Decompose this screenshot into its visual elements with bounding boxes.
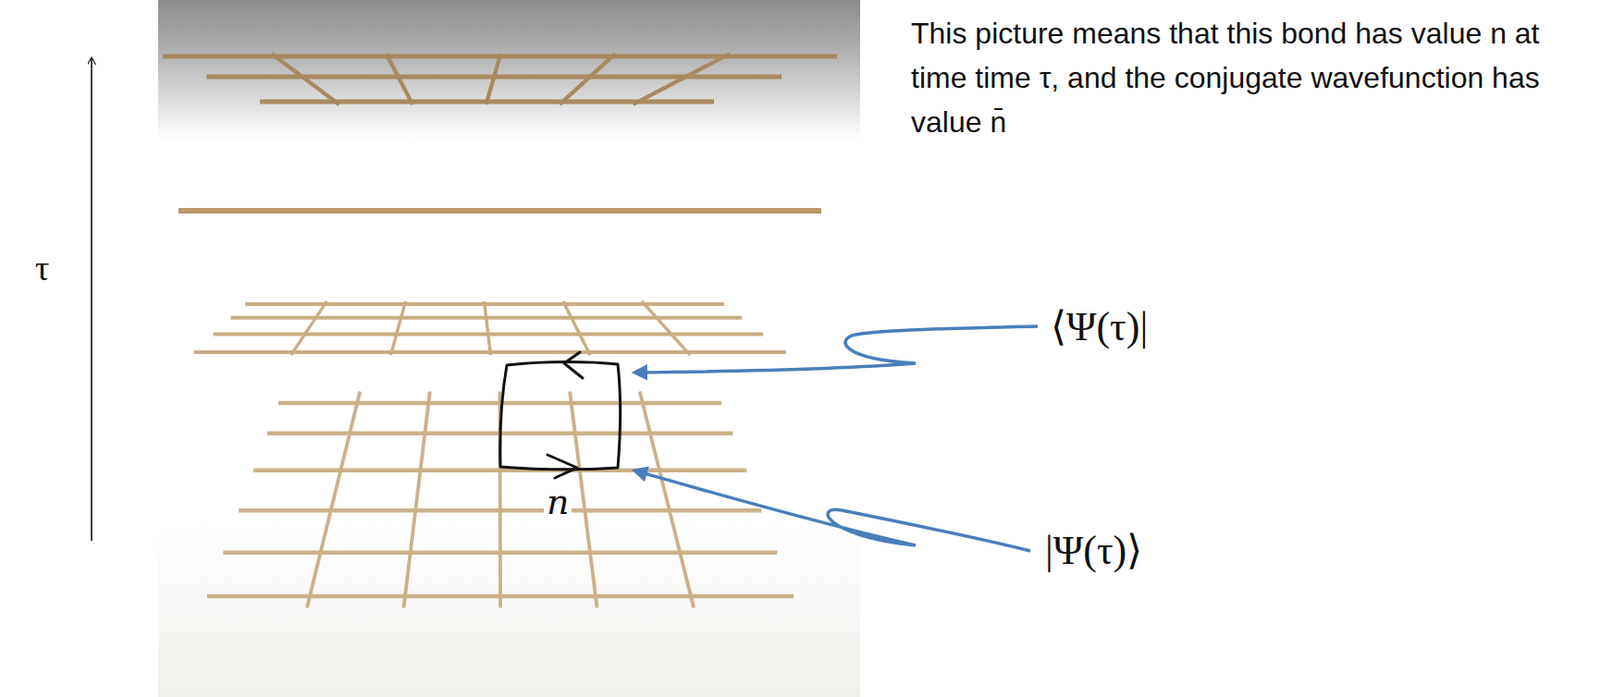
- lattice-bond: [641, 301, 690, 356]
- time-axis-arrow: [90, 57, 93, 542]
- lattice-plane-edge: [178, 208, 822, 214]
- lattice-bond: [633, 53, 731, 105]
- ket-label: |Ψ(τ)⟩: [1045, 529, 1143, 574]
- lattice-bond: [307, 391, 360, 608]
- leader-arrow: [634, 470, 1031, 552]
- lattice-bond: [640, 391, 694, 608]
- lattice-bond: [271, 53, 340, 105]
- lattice-bond: [403, 391, 430, 608]
- lattice-bond: [390, 301, 406, 356]
- lattice-bond: [559, 53, 616, 105]
- lattice-bond: [486, 53, 502, 105]
- lattice-bond: [484, 301, 492, 356]
- bra-label: ⟨Ψ(τ)|: [1050, 305, 1148, 350]
- lattice-bond: [291, 301, 328, 356]
- lattice-plane: [194, 301, 787, 356]
- illustration-ground: [158, 0, 861, 697]
- leader-arrow: [634, 326, 1038, 373]
- plaquette-loop: [500, 352, 621, 479]
- lattice-bond: [569, 391, 597, 608]
- lattice-bond: [385, 53, 413, 105]
- callout-note: This picture means that this bond has va…: [910, 11, 1591, 145]
- axis-label: τ: [35, 249, 50, 289]
- lattice-plane: [162, 53, 837, 105]
- lattice-planes: [162, 53, 837, 608]
- bond-value: n: [543, 484, 572, 520]
- lattice-bond: [563, 301, 591, 356]
